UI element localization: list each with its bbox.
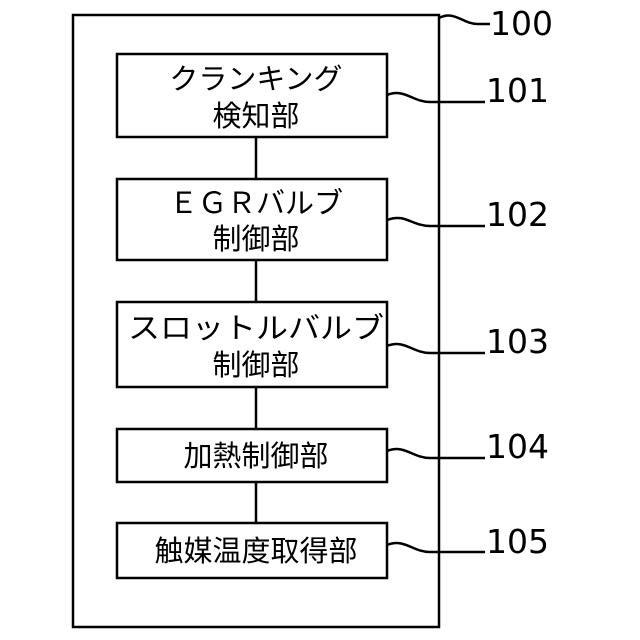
block-101-ref-label: 101 bbox=[486, 71, 549, 110]
block-102-line-1: ＥＧＲバルブ bbox=[169, 186, 343, 220]
block-104-ref-label: 104 bbox=[486, 427, 549, 466]
container-ref-label: 100 bbox=[490, 4, 553, 43]
block-102-ref-label: 102 bbox=[486, 195, 549, 234]
block-103-line-1: スロットルバルブ bbox=[128, 311, 384, 345]
block-102-line-2: 制御部 bbox=[212, 222, 299, 256]
block-101: クランキング 検知部 101 bbox=[117, 54, 549, 137]
block-105-ref-label: 105 bbox=[486, 522, 549, 561]
block-104-line-1: 加熱制御部 bbox=[183, 439, 328, 473]
block-101-line-2: 検知部 bbox=[212, 99, 299, 133]
container-leader-line bbox=[439, 16, 490, 24]
block-103: スロットルバルブ 制御部 103 bbox=[117, 302, 549, 387]
block-101-line-1: クランキング bbox=[169, 62, 342, 96]
block-105: 触媒温度取得部 105 bbox=[117, 522, 549, 578]
block-103-line-2: 制御部 bbox=[212, 348, 299, 382]
block-104: 加熱制御部 104 bbox=[117, 427, 549, 482]
block-103-ref-label: 103 bbox=[486, 322, 549, 361]
block-105-line-1: 触媒温度取得部 bbox=[154, 534, 357, 568]
block-102: ＥＧＲバルブ 制御部 102 bbox=[117, 179, 549, 260]
